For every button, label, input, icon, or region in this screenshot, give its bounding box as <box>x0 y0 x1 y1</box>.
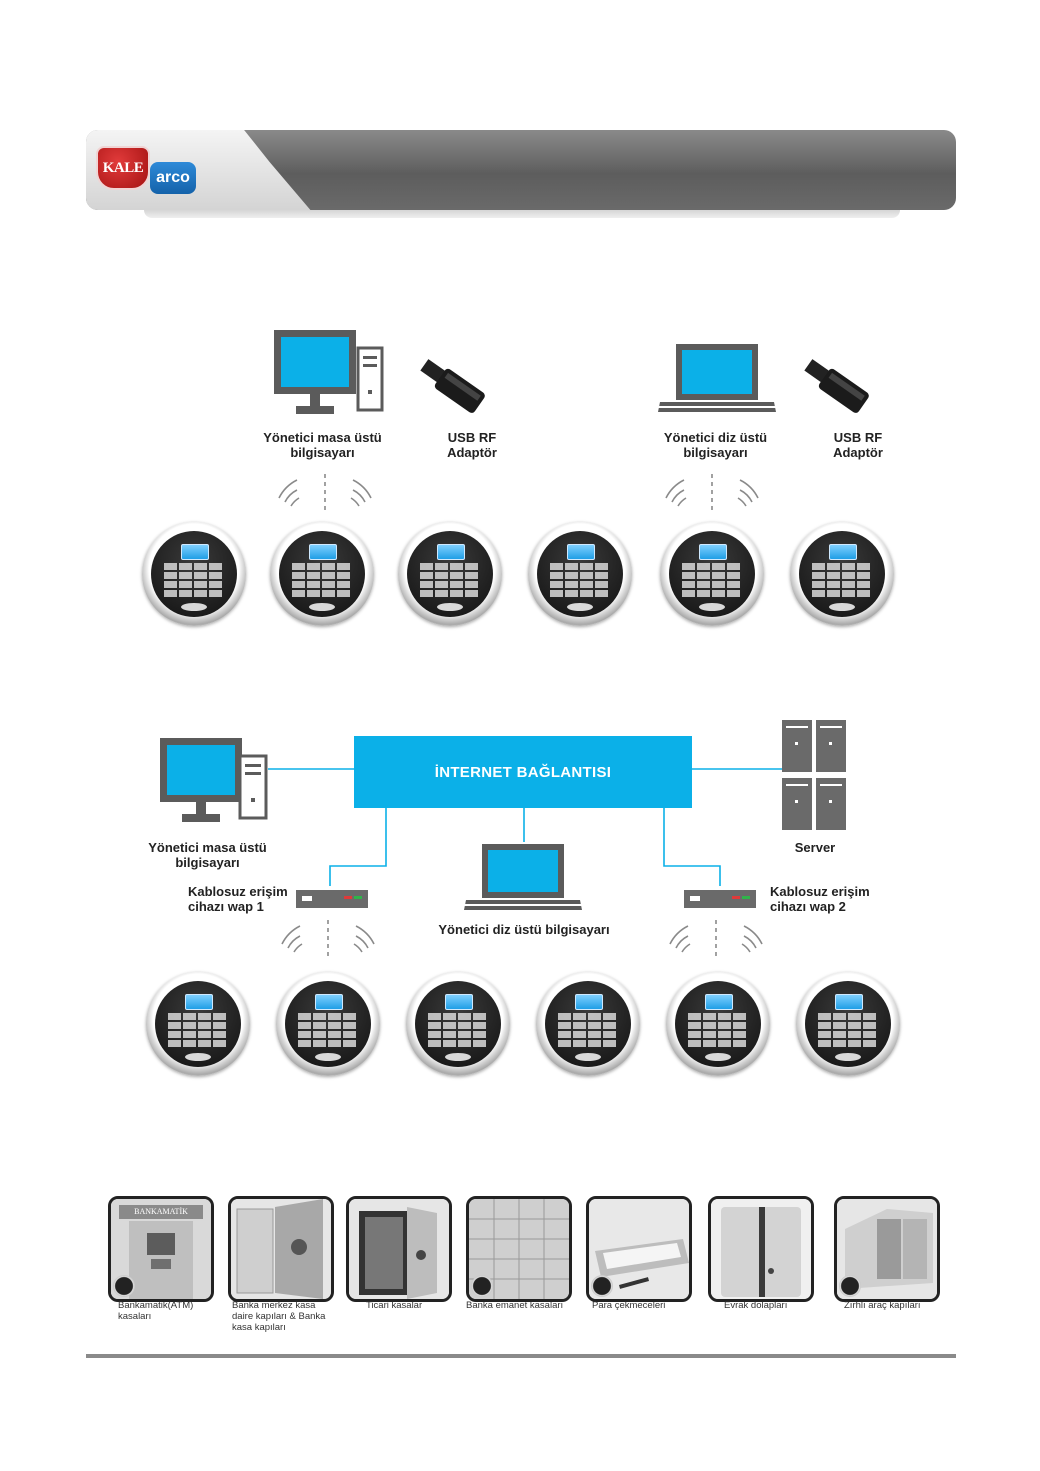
electronic-lock-keypad <box>536 972 640 1076</box>
usb-rf-label: USB RF Adaptör <box>447 430 497 460</box>
product-armored-vehicle-door <box>834 1196 940 1302</box>
usb-rf-adaptor-icon <box>804 359 869 413</box>
laptop-icon <box>464 844 582 910</box>
wireless-signal-icon <box>281 920 375 956</box>
page-header: KALE arco <box>86 130 956 218</box>
vault-door-image <box>231 1199 331 1299</box>
product-atm-safe: BANKAMATİK <box>108 1196 214 1302</box>
wireless-access-point-icon <box>684 890 756 908</box>
atm-image <box>111 1199 211 1299</box>
header-shadow <box>144 208 900 218</box>
mini-lock-icon <box>113 1275 135 1297</box>
product-caption: Zırhlı araç kapıları <box>844 1300 921 1311</box>
laptop-icon <box>658 344 776 412</box>
server-icon <box>782 720 846 830</box>
electronic-lock-keypad <box>146 972 250 1076</box>
product-document-cabinet <box>708 1196 814 1302</box>
footer-rule <box>86 1354 956 1358</box>
product-deposit-boxes <box>466 1196 572 1302</box>
server-label: Server <box>794 840 836 855</box>
desktop-label: Yönetici masa üstü bilgisayarı <box>263 430 382 460</box>
mini-lock-icon <box>471 1275 493 1297</box>
electronic-lock-keypad <box>398 522 502 626</box>
laptop-label: Yönetici diz üstü bilgisayarı <box>438 922 610 937</box>
desktop-computer-icon <box>274 330 384 414</box>
product-cash-drawer <box>586 1196 692 1302</box>
armored-vehicle-image <box>837 1199 937 1299</box>
product-vault-door <box>228 1196 334 1302</box>
mini-lock-icon <box>591 1275 613 1297</box>
product-caption: Ticari kasalar <box>366 1300 423 1311</box>
arco-logo: arco <box>150 162 196 194</box>
usb-rf-label: USB RF Adaptör <box>833 430 883 460</box>
desktop-computer-icon <box>160 738 268 822</box>
electronic-lock-keypad <box>270 522 374 626</box>
electronic-lock-keypad <box>528 522 632 626</box>
product-caption: Banka merkez kasa daire kapıları & Banka… <box>232 1300 326 1333</box>
product-caption: Para çekmeceleri <box>592 1300 666 1311</box>
electronic-lock-keypad <box>660 522 764 626</box>
product-caption: Bankamatik(ATM) kasaları <box>118 1300 194 1322</box>
product-commercial-safe <box>346 1196 452 1302</box>
desktop-label: Yönetici masa üstü bilgisayarı <box>148 840 267 870</box>
network-connectors <box>268 768 784 886</box>
electronic-lock-keypad <box>666 972 770 1076</box>
electronic-lock-keypad <box>142 522 246 626</box>
laptop-label: Yönetici diz üstü bilgisayarı <box>663 430 768 460</box>
electronic-lock-keypad <box>796 972 900 1076</box>
wireless-signal-icon <box>669 920 763 956</box>
wap2-label: Kablosuz erişim cihazı wap 2 <box>770 884 870 914</box>
electronic-lock-keypad <box>790 522 894 626</box>
wireless-access-point-icon <box>296 890 368 908</box>
document-cabinet-image <box>711 1199 811 1299</box>
wireless-signal-icon <box>665 474 759 510</box>
electronic-lock-keypad <box>276 972 380 1076</box>
product-caption: Banka emanet kasaları <box>466 1300 564 1311</box>
usb-rf-adaptor-icon <box>420 359 485 413</box>
deposit-boxes-image <box>469 1199 569 1299</box>
atm-sign-text: BANKAMATİK <box>134 1207 188 1216</box>
wireless-signal-icon <box>278 474 372 510</box>
product-caption: Evrak dolapları <box>724 1300 788 1311</box>
wap1-label: Kablosuz erişim cihazı wap 1 <box>188 884 288 914</box>
kale-logo: KALE <box>96 146 150 190</box>
internet-connection-box: İNTERNET BAĞLANTISI <box>354 736 692 808</box>
mini-lock-icon <box>839 1275 861 1297</box>
electronic-lock-keypad <box>406 972 510 1076</box>
commercial-safe-image <box>349 1199 449 1299</box>
